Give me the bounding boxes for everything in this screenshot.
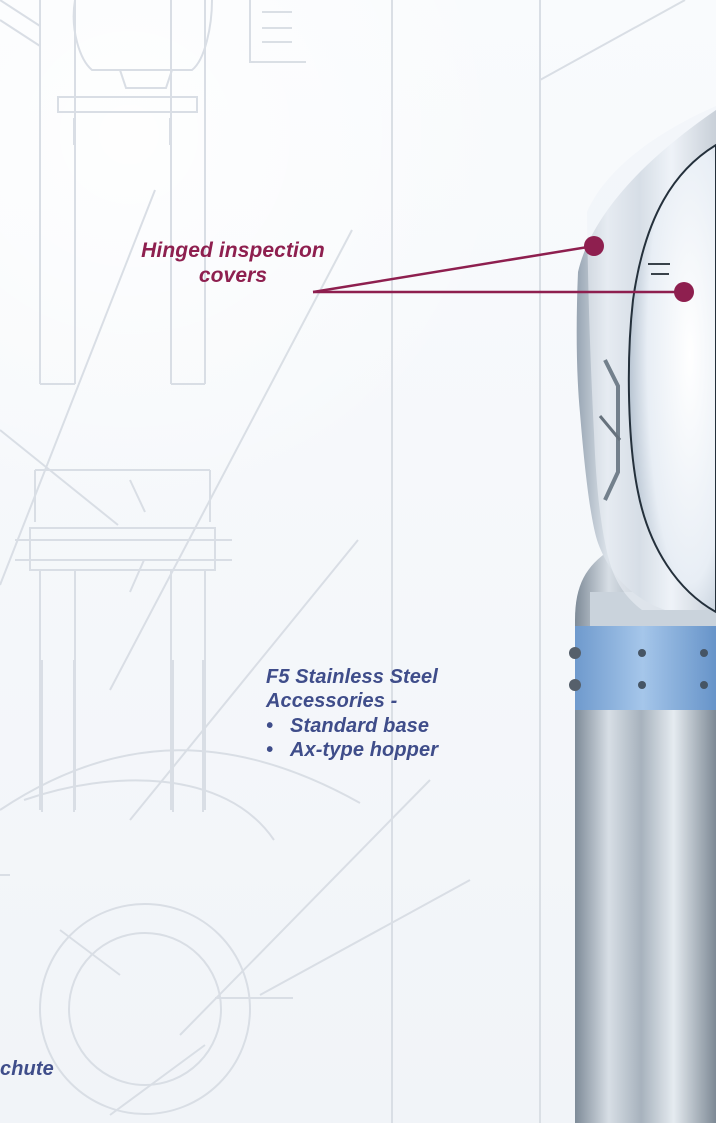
accessory-standard-base: Standard base: [266, 714, 526, 739]
cover-label-line-2: covers: [198, 264, 268, 288]
hinged-inspection-covers-label: Hinged inspection covers: [107, 238, 359, 288]
accessories-list: Standard base Ax-type hopper: [266, 714, 526, 763]
cover-marker-top: [584, 236, 604, 256]
accessories-title: F5 Stainless Steel: [266, 666, 438, 688]
f-emblem-watermark: F: [597, 274, 658, 381]
cover-marker-bottom: [674, 282, 694, 302]
chute-label: chute: [0, 1058, 54, 1080]
accessory-ax-type-hopper: Ax-type hopper: [266, 738, 526, 763]
accessories-subtitle: Accessories -: [266, 690, 398, 713]
stainless-steel-accessories-label: F5 Stainless Steel Accessories - Standar…: [266, 665, 526, 763]
cover-label-line-1: Hinged inspection: [141, 239, 325, 262]
